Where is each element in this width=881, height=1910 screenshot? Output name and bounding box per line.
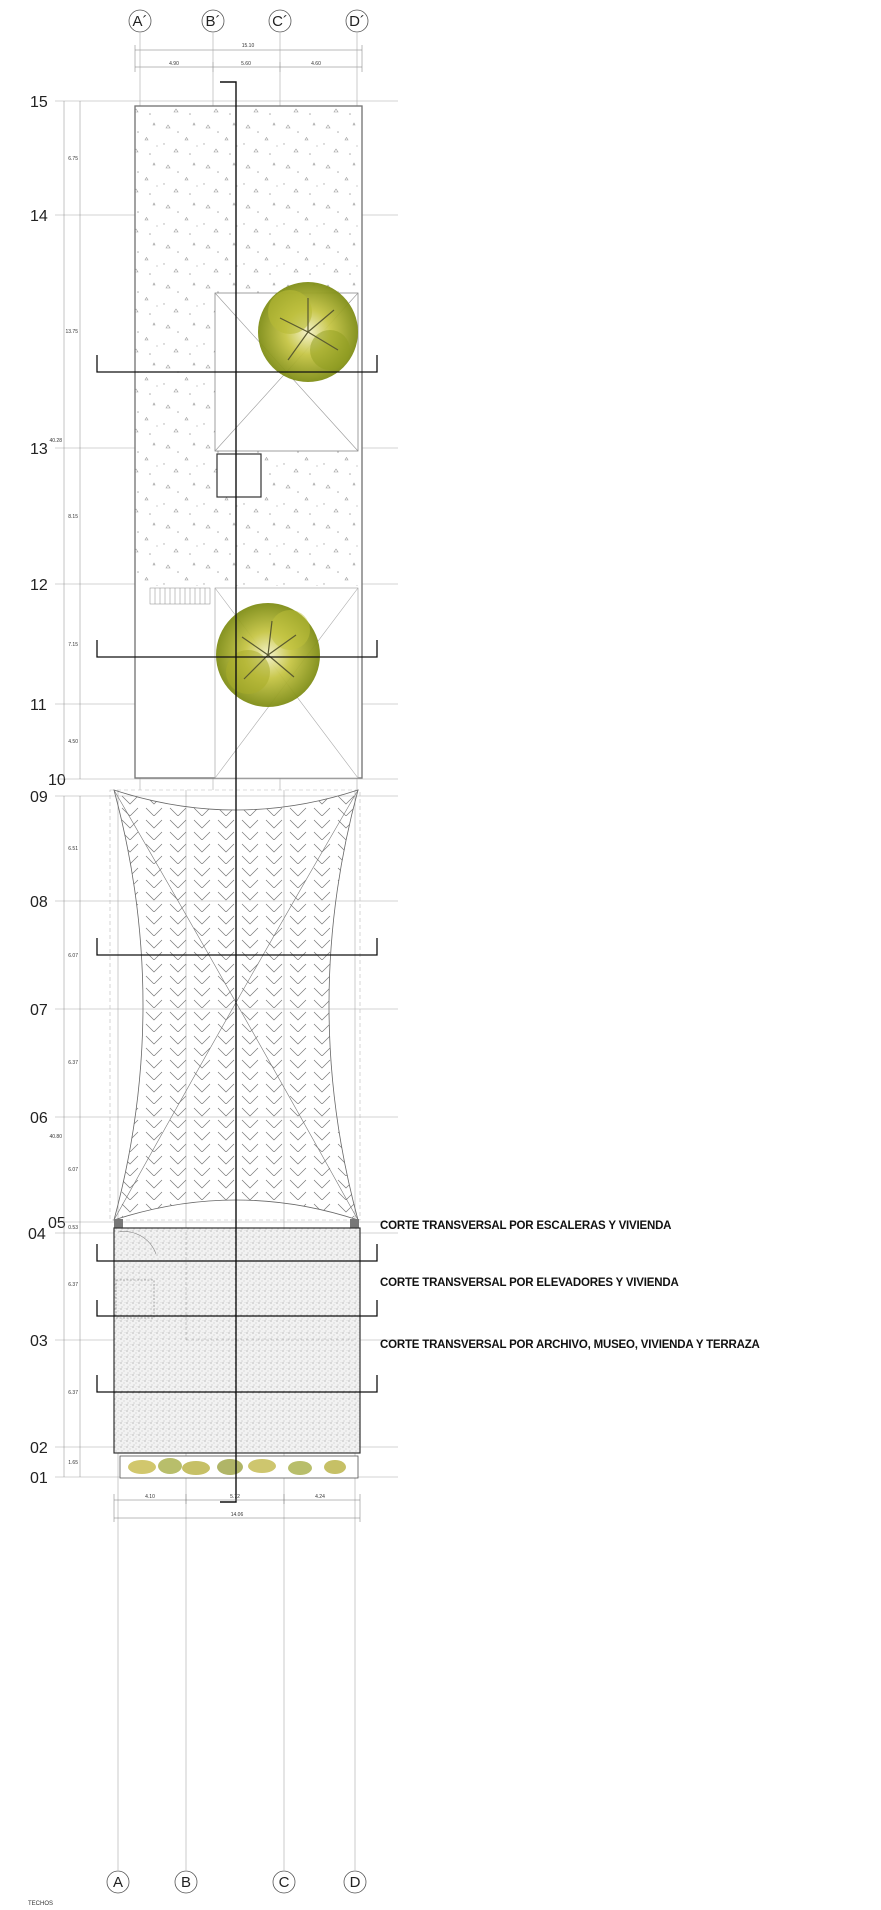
axis-label: D (350, 1874, 361, 1891)
bottom-dimension-chain (113, 1494, 361, 1522)
section-label-stairs: CORTE TRANSVERSAL POR ESCALERAS Y VIVIEN… (380, 1220, 671, 1232)
dimension-left: 0.53 (68, 1225, 78, 1231)
dimension-left: 6.37 (68, 1282, 78, 1288)
dimension-span: 5.60 (241, 61, 251, 67)
level-label-08: 08 (30, 894, 48, 911)
axis-bubble-c-prime: C´ (268, 9, 292, 33)
transverse-section-cuts (96, 355, 378, 1393)
dimension-span: 4.10 (145, 1494, 155, 1500)
dimension-span: 4.60 (311, 61, 321, 67)
left-dimension-chain (63, 101, 81, 1477)
axis-bubble-c: C (272, 1870, 296, 1894)
roof-hatch-box (216, 453, 262, 498)
top-axis-bubbles: A´ B´ C´ D´ (128, 9, 369, 33)
dimension-left: 6.37 (68, 1060, 78, 1066)
top-dimension-chain (134, 45, 363, 72)
level-labels: 15 14 13 12 11 10 09 08 07 06 05 04 03 0… (28, 94, 66, 1487)
section-label-archive: CORTE TRANSVERSAL POR ARCHIVO, MUSEO, VI… (380, 1339, 760, 1351)
dimension-left: 4.50 (68, 739, 78, 745)
dimension-left: 13.75 (65, 329, 78, 335)
axis-bubble-d: D (343, 1870, 367, 1894)
dimension-left: 6.51 (68, 846, 78, 852)
level-label-06: 06 (30, 1110, 48, 1127)
axis-label: C (279, 1874, 290, 1891)
axis-label: A (113, 1874, 123, 1891)
dimension-span: 4.24 (315, 1494, 325, 1500)
level-label-03: 03 (30, 1333, 48, 1350)
level-label-02: 02 (30, 1440, 48, 1457)
section-cut-archive (96, 1375, 378, 1393)
level-label-01: 01 (30, 1470, 48, 1487)
section-label-elevators: CORTE TRANSVERSAL POR ELEVADORES Y VIVIE… (380, 1277, 679, 1289)
dimension-left: 7.15 (68, 642, 78, 648)
dimension-left: 6.07 (68, 1167, 78, 1173)
dimension-left: 6.07 (68, 953, 78, 959)
tree-lower (216, 603, 320, 707)
level-label-05: 05 (48, 1215, 66, 1232)
axis-label: D´ (349, 13, 365, 30)
axis-bubble-a-prime: A´ (128, 9, 152, 33)
section-cut-upper-a (96, 355, 378, 373)
dimension-left: 6.75 (68, 156, 78, 162)
level-label-14: 14 (30, 208, 48, 225)
planter-shrubs (119, 1455, 359, 1479)
axis-label: B´ (206, 13, 221, 30)
axis-label: C´ (272, 13, 288, 30)
section-cut-canopy (96, 938, 378, 956)
dimension-total-top: 15.10 (242, 43, 255, 49)
level-label-13: 13 (30, 441, 48, 458)
section-cut-elevators (96, 1300, 378, 1317)
axis-label: A´ (133, 13, 148, 30)
dimension-left-total: 40.28 (49, 438, 62, 444)
dimension-left-total: 40.80 (49, 1134, 62, 1140)
drawing-title: TECHOS (28, 1901, 53, 1907)
dimension-span: 5.72 (230, 1494, 240, 1500)
level-label-09: 09 (30, 789, 48, 806)
elevator-core (115, 1279, 155, 1319)
tree-upper (258, 282, 358, 382)
level-label-04: 04 (28, 1226, 46, 1243)
section-cut-upper-b (96, 640, 378, 658)
dimension-left: 6.37 (68, 1390, 78, 1396)
axis-label: B (181, 1874, 191, 1891)
dimension-left: 1.65 (68, 1460, 78, 1466)
level-label-12: 12 (30, 577, 48, 594)
dimension-total-bottom: 14.06 (231, 1512, 244, 1518)
level-label-10: 10 (48, 772, 66, 789)
axis-bubble-b: B (174, 1870, 198, 1894)
dimension-left: 8.15 (68, 514, 78, 520)
axis-bubble-a: A (106, 1870, 130, 1894)
level-label-07: 07 (30, 1002, 48, 1019)
stair-treads (149, 587, 211, 605)
level-label-15: 15 (30, 94, 48, 111)
dimension-span: 4.90 (169, 61, 179, 67)
axis-bubble-b-prime: B´ (201, 9, 225, 33)
bottom-axis-bubbles: A B C D (106, 1870, 367, 1894)
axis-bubble-d-prime: D´ (345, 9, 369, 33)
section-cut-stairs (96, 1244, 378, 1262)
longitudinal-section-line (220, 81, 237, 1503)
canopy-roof (109, 789, 361, 1228)
level-label-11: 11 (30, 697, 47, 714)
lower-roof-block (113, 1227, 361, 1454)
